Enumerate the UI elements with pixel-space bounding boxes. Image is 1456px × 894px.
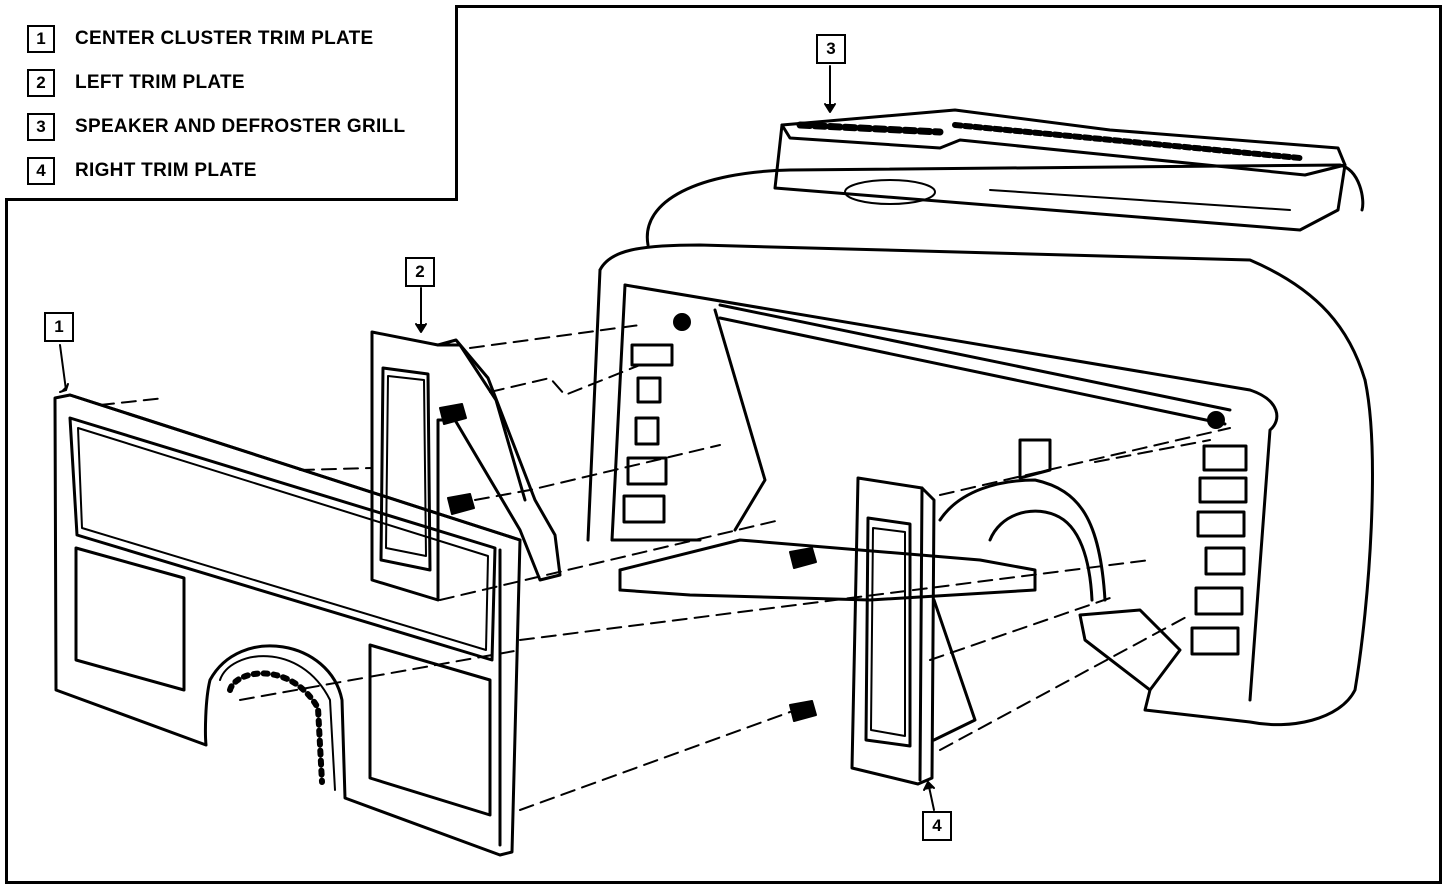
instrument-panel-housing [586, 163, 1374, 727]
center-cluster-trim-plate [53, 393, 522, 857]
legend-label: SPEAKER AND DEFROSTER GRILL [75, 116, 406, 137]
legend-item-right-trim-plate: 4 RIGHT TRIM PLATE [27, 156, 257, 186]
screws [439, 313, 1225, 722]
legend-number: 1 [27, 25, 55, 53]
left-trim-plate [370, 330, 562, 602]
speaker-defroster-grill [773, 108, 1347, 232]
legend-number: 4 [27, 157, 55, 185]
legend-item-center-cluster-trim-plate: 1 CENTER CLUSTER TRIM PLATE [27, 24, 373, 54]
parts-legend: 1 CENTER CLUSTER TRIM PLATE 2 LEFT TRIM … [5, 5, 458, 201]
callout-speaker-defroster-grill: 3 [816, 34, 846, 64]
alignment-lines [99, 324, 1231, 811]
callout-left-trim-plate: 2 [405, 257, 435, 287]
legend-label: LEFT TRIM PLATE [75, 72, 245, 93]
callout-right-trim-plate: 4 [922, 811, 952, 841]
callout-center-cluster-trim-plate: 1 [44, 312, 74, 342]
legend-label: RIGHT TRIM PLATE [75, 160, 257, 181]
leader-arrows [59, 65, 935, 811]
legend-label: CENTER CLUSTER TRIM PLATE [75, 28, 374, 49]
right-trim-plate [850, 476, 977, 786]
legend-item-speaker-defroster-grill: 3 SPEAKER AND DEFROSTER GRILL [27, 112, 405, 142]
legend-item-left-trim-plate: 2 LEFT TRIM PLATE [27, 68, 245, 98]
legend-number: 2 [27, 69, 55, 97]
legend-number: 3 [27, 113, 55, 141]
